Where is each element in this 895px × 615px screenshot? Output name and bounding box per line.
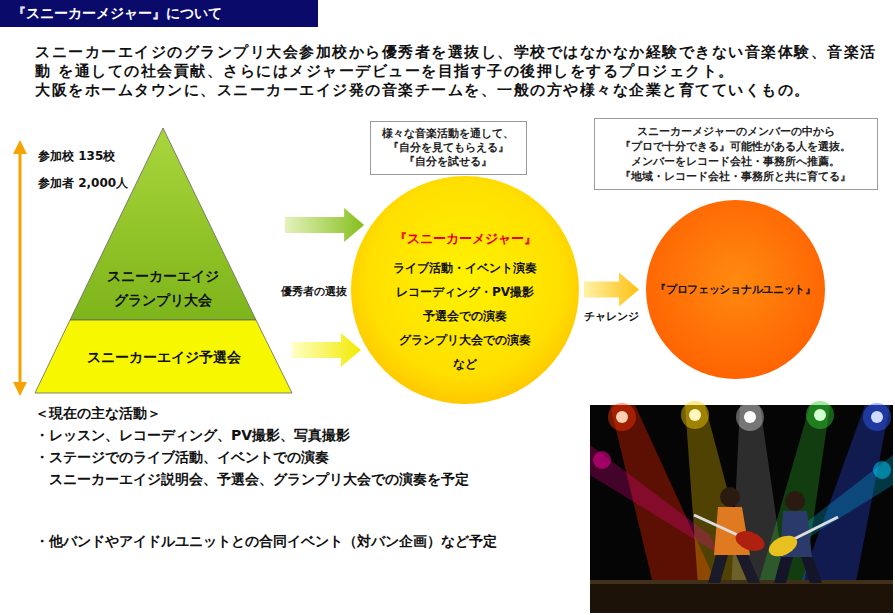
list-item: スニーカーエイジ説明会、予選会、グランプリ大会での演奏を予定 bbox=[49, 468, 580, 490]
title-bar: 『スニーカーメジャー』について bbox=[0, 0, 318, 27]
callout-box: 様々な音楽活動を通して、 『自分を見てもらえる』 『自分を試せる』 bbox=[370, 121, 527, 175]
range-arrow bbox=[13, 140, 27, 396]
tier-text: スニーカーエイジ予選会 bbox=[87, 347, 241, 367]
node-content: 『プロフェッショナルユニット』 bbox=[645, 199, 826, 380]
callout-box: スニーカーメジャーのメンバーの中から 『プロで十分できる』可能性がある人を選抜。… bbox=[594, 118, 878, 190]
circle-heading: 『プロフェッショナルユニット』 bbox=[655, 282, 816, 298]
arrow-caption: 優秀者の選抜 bbox=[281, 284, 347, 299]
title-text: 『スニーカーメジャー』について bbox=[12, 5, 222, 23]
stat-label: 参加者 2,000人 bbox=[38, 175, 128, 192]
major-circle: 『スニーカーメジャー』ライブ活動・イベント演奏 レコーディング・PV撮影 予選会… bbox=[350, 175, 580, 405]
block-arrow bbox=[285, 208, 364, 242]
tier-text: スニーカーエイジ グランプリ大会 bbox=[103, 264, 223, 312]
circle-heading: 『スニーカーメジャー』 bbox=[394, 230, 537, 248]
stat-label: 参加校 135校 bbox=[38, 148, 115, 165]
intro-text: 大阪をホームタウンに、スニーカーエイジ発の音楽チームを、一般の方や様々な企業と育… bbox=[35, 81, 885, 100]
shape-fill bbox=[351, 176, 579, 404]
shape-fill bbox=[35, 320, 292, 393]
list-item: ・他バンドやアイドルユニットとの合同イベント（対バン企画）など予定 bbox=[35, 530, 580, 552]
activity-list: ＜現在の主な活動＞・レッスン、レコーディング、PV撮影、写真撮影・ステージでのラ… bbox=[35, 402, 580, 552]
callout-text: スニーカーメジャーのメンバーの中から 『プロで十分できる』可能性がある人を選抜。… bbox=[617, 124, 855, 184]
list-item: ・ステージでのライブ活動、イベントでの演奏 bbox=[35, 446, 580, 468]
block-arrow bbox=[292, 333, 361, 367]
node-content: スニーカーエイジ予選会 bbox=[35, 320, 292, 393]
intro-block: スニーカーエイジのグランプリ大会参加校から優秀者を選抜し、学校ではなかなか経験で… bbox=[35, 43, 885, 100]
callout-text: 様々な音楽活動を通して、 『自分を見てもらえる』 『自分を試せる』 bbox=[379, 127, 518, 169]
shape-fill bbox=[646, 200, 825, 379]
list-heading: ＜現在の主な活動＞ bbox=[35, 402, 580, 424]
pyramid-base: スニーカーエイジ予選会 bbox=[35, 320, 292, 393]
intro-text: スニーカーエイジのグランプリ大会参加校から優秀者を選抜し、学校ではなかなか経験で… bbox=[35, 43, 885, 81]
edge-label: チャレンジ bbox=[582, 310, 641, 324]
node-content: 『スニーカーメジャー』ライブ活動・イベント演奏 レコーディング・PV撮影 予選会… bbox=[350, 175, 580, 405]
concert-photo bbox=[590, 401, 893, 613]
pro-circle: 『プロフェッショナルユニット』 bbox=[645, 199, 826, 380]
block-arrow bbox=[584, 273, 639, 307]
list-item: ・レッスン、レコーディング、PV撮影、写真撮影 bbox=[35, 424, 580, 446]
circle-body: ライブ活動・イベント演奏 レコーディング・PV撮影 予選会での演奏 グランプリ大… bbox=[389, 256, 540, 376]
